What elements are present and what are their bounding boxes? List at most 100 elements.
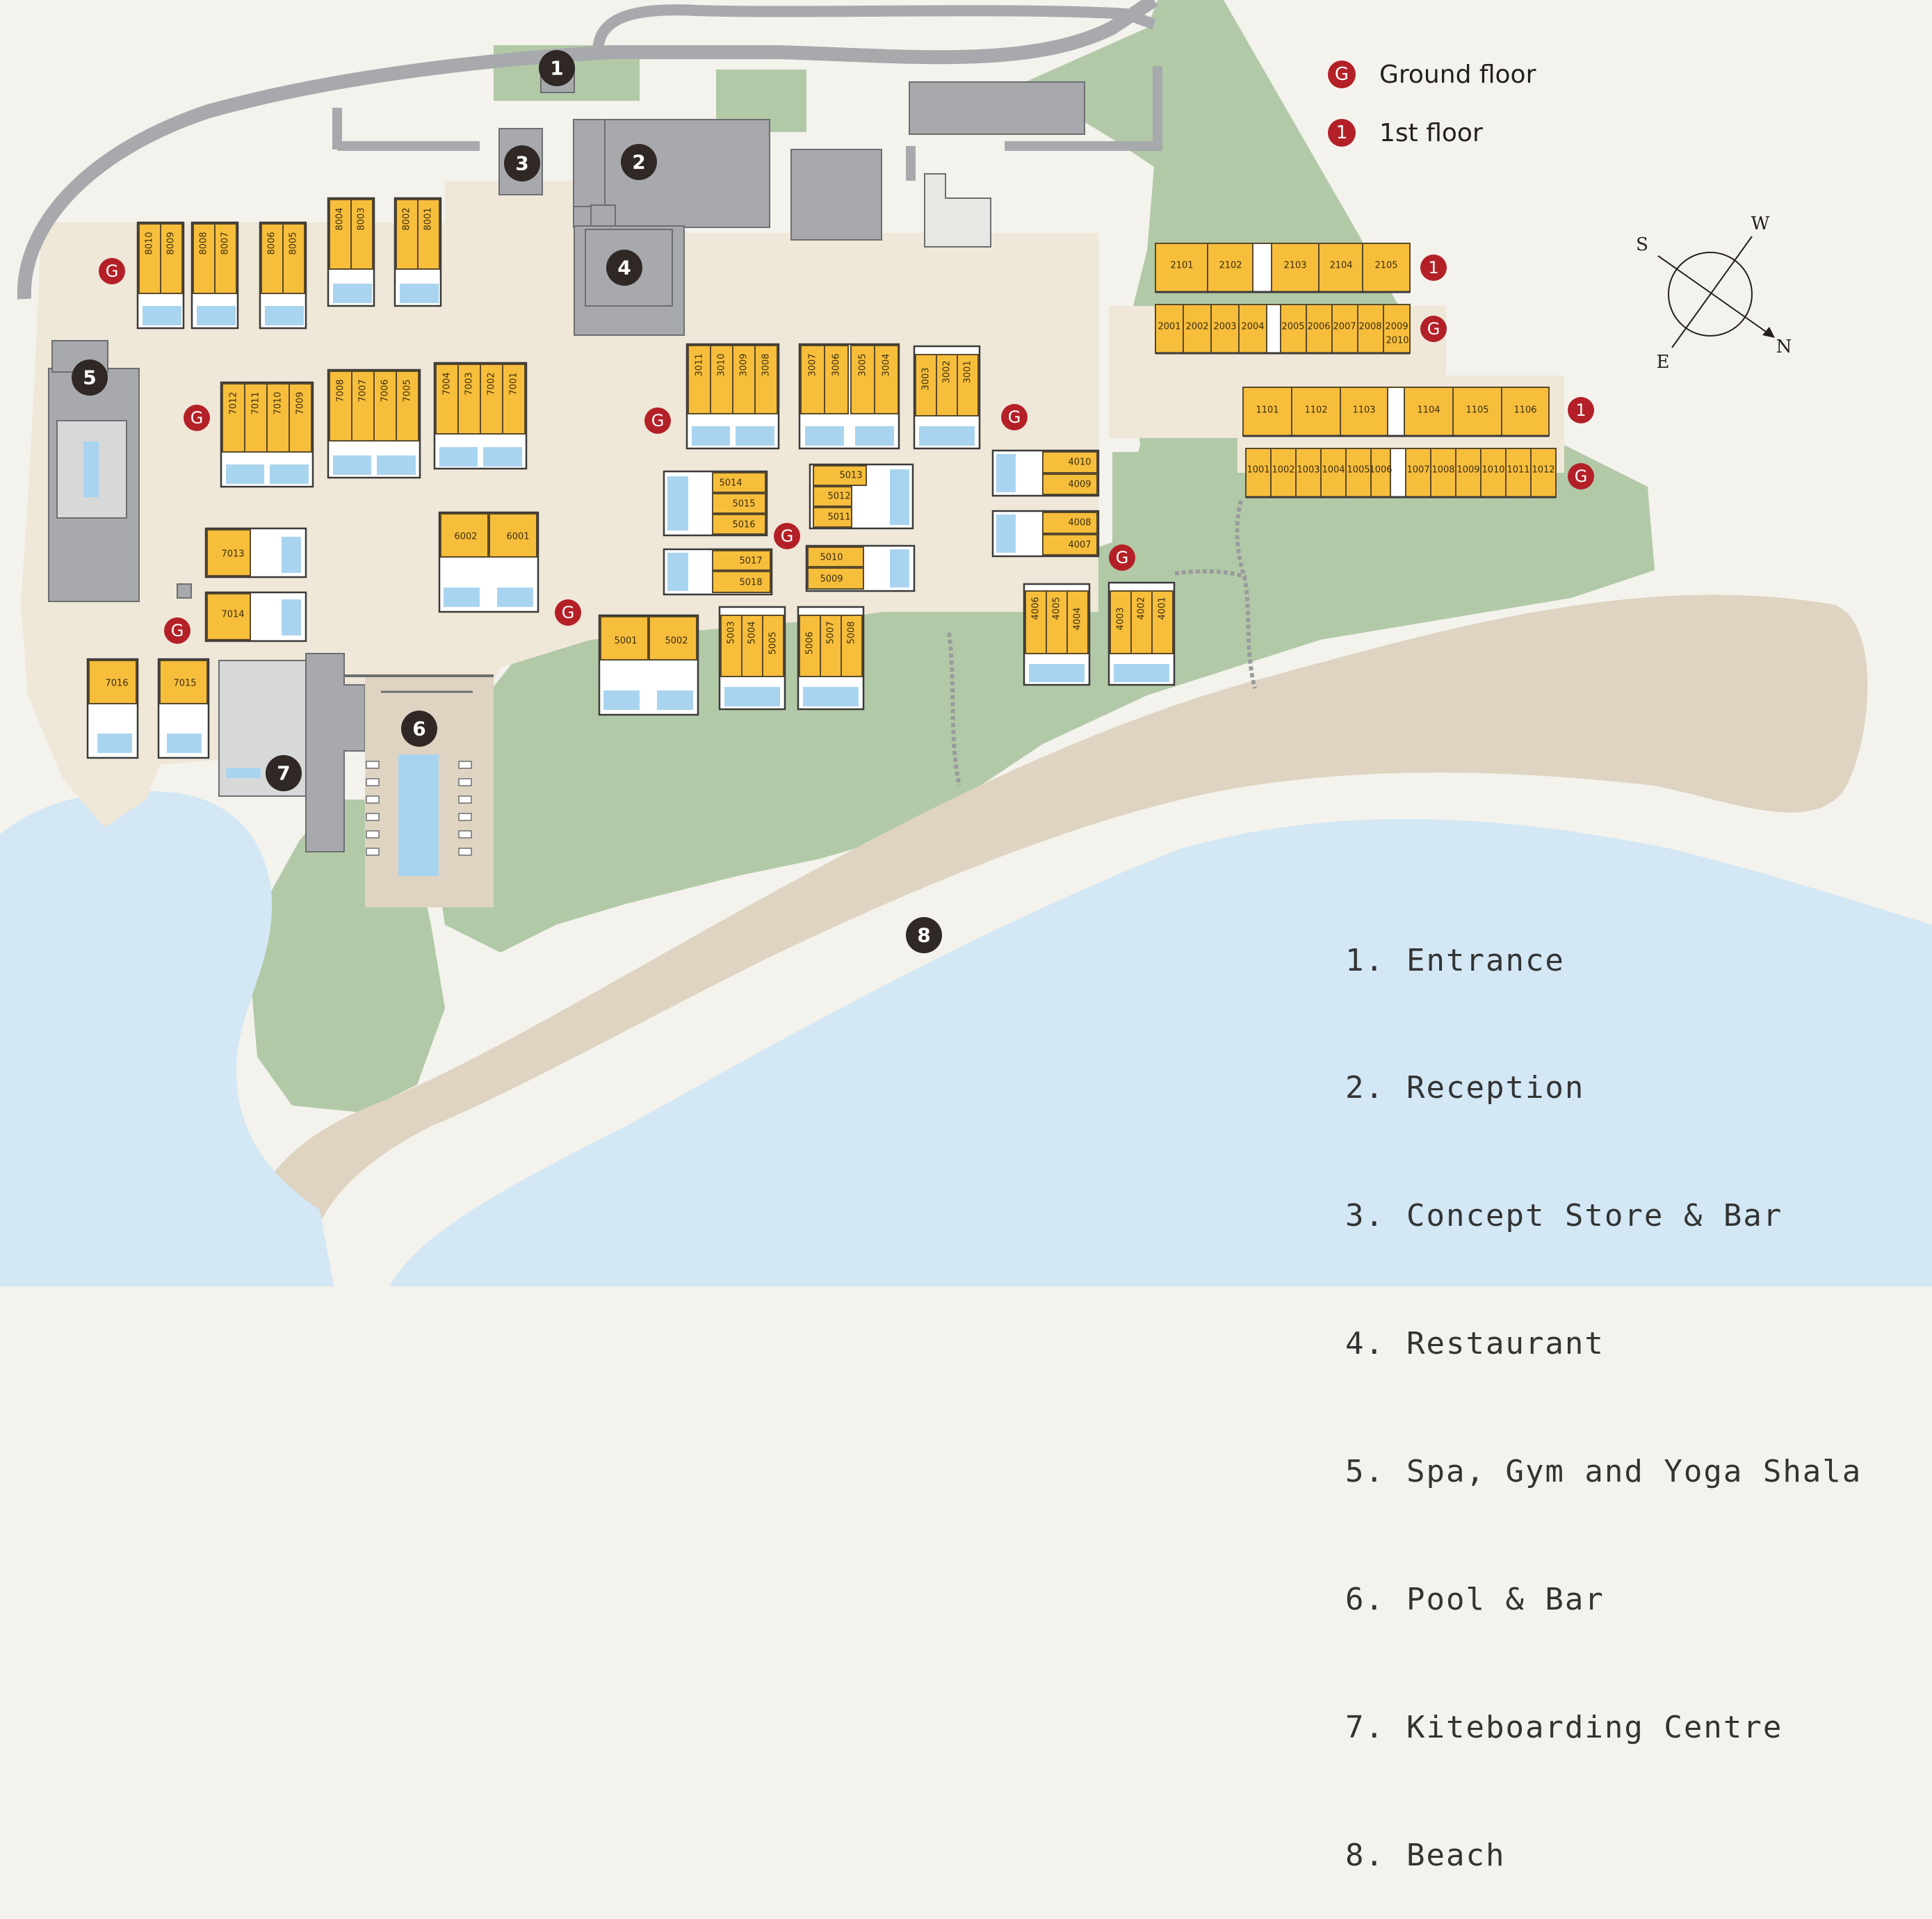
room-1103[interactable]: 1103: [1352, 405, 1375, 416]
room-2005[interactable]: 2005: [1281, 322, 1304, 332]
room-5002[interactable]: 5002: [665, 636, 688, 647]
room-1010[interactable]: 1010: [1482, 465, 1504, 476]
room-3003[interactable]: 3003: [921, 367, 932, 390]
room-7002[interactable]: 7002: [487, 372, 497, 395]
room-8007[interactable]: 8007: [220, 232, 231, 254]
room-3004[interactable]: 3004: [882, 353, 892, 376]
floor-marker-7014-ground[interactable]: G: [164, 617, 190, 644]
room-5007[interactable]: 5007: [826, 621, 836, 644]
floor-marker-3001-ground[interactable]: G: [1001, 404, 1028, 430]
place-item[interactable]: 4.Restaurant: [1345, 1322, 1862, 1365]
room-5001[interactable]: 5001: [614, 636, 637, 647]
room-5012[interactable]: 5012: [827, 492, 850, 502]
room-7013[interactable]: 7013: [221, 549, 244, 560]
room-8010[interactable]: 8010: [145, 232, 155, 254]
room-4005[interactable]: 4005: [1052, 597, 1062, 620]
room-2002[interactable]: 2002: [1185, 322, 1208, 332]
room-7014[interactable]: 7014: [221, 610, 244, 620]
room-2010[interactable]: 2010: [1386, 336, 1409, 346]
room-8005[interactable]: 8005: [289, 232, 299, 254]
room-5013[interactable]: 5013: [839, 471, 862, 481]
room-5015[interactable]: 5015: [732, 499, 755, 510]
place-item[interactable]: 8.Beach: [1345, 1834, 1862, 1877]
room-4002[interactable]: 4002: [1137, 597, 1147, 620]
floor-marker-1001-ground[interactable]: G: [1568, 463, 1594, 489]
place-item[interactable]: 6.Pool & Bar: [1345, 1578, 1862, 1621]
floor-marker-2001-ground[interactable]: G: [1420, 316, 1447, 342]
room-1011[interactable]: 1011: [1507, 465, 1529, 476]
floor-marker-4000-ground[interactable]: G: [1109, 544, 1135, 571]
room-5009[interactable]: 5009: [820, 574, 843, 585]
room-5004[interactable]: 5004: [747, 621, 758, 644]
room-4008[interactable]: 4008: [1068, 518, 1091, 528]
room-5011[interactable]: 5011: [827, 512, 850, 523]
room-1004[interactable]: 1004: [1322, 465, 1345, 476]
room-5014[interactable]: 5014: [719, 478, 742, 489]
room-2105[interactable]: 2105: [1374, 261, 1397, 271]
marker-concept-store[interactable]: 3: [504, 145, 540, 181]
room-1006[interactable]: 1006: [1369, 465, 1392, 476]
marker-reception[interactable]: 2: [621, 144, 657, 180]
room-1101[interactable]: 1101: [1256, 405, 1278, 416]
room-1008[interactable]: 1008: [1431, 465, 1454, 476]
room-5008[interactable]: 5008: [847, 621, 857, 644]
floor-marker-2101-first[interactable]: 1: [1420, 254, 1447, 281]
floor-marker-3000-ground[interactable]: G: [644, 407, 671, 434]
floor-marker-7000-ground[interactable]: G: [184, 405, 210, 431]
room-1007[interactable]: 1007: [1406, 465, 1429, 476]
room-7008[interactable]: 7008: [336, 379, 346, 402]
room-5005[interactable]: 5005: [768, 631, 779, 654]
room-3006[interactable]: 3006: [831, 353, 842, 376]
room-8009[interactable]: 8009: [166, 232, 177, 254]
room-1104[interactable]: 1104: [1417, 405, 1440, 416]
room-2103[interactable]: 2103: [1283, 261, 1306, 271]
room-5017[interactable]: 5017: [739, 556, 762, 567]
room-1002[interactable]: 1002: [1272, 465, 1294, 476]
room-5016[interactable]: 5016: [732, 520, 755, 531]
room-7001[interactable]: 7001: [509, 372, 519, 395]
room-4009[interactable]: 4009: [1068, 480, 1091, 490]
room-1106[interactable]: 1106: [1513, 405, 1536, 416]
room-8006[interactable]: 8006: [267, 232, 277, 254]
room-3007[interactable]: 3007: [808, 353, 818, 376]
marker-entrance[interactable]: 1: [539, 50, 575, 86]
marker-spa[interactable]: 5: [72, 359, 108, 396]
room-2008[interactable]: 2008: [1358, 322, 1381, 332]
place-item[interactable]: 5.Spa, Gym and Yoga Shala: [1345, 1450, 1862, 1493]
room-7006[interactable]: 7006: [380, 379, 391, 402]
room-7003[interactable]: 7003: [464, 372, 475, 395]
room-4003[interactable]: 4003: [1116, 607, 1126, 630]
room-2102[interactable]: 2102: [1219, 261, 1242, 271]
marker-pool-bar[interactable]: 6: [401, 711, 437, 747]
room-7007[interactable]: 7007: [358, 379, 368, 402]
floor-marker-5000-ground[interactable]: G: [774, 523, 800, 549]
floor-marker-1101-first[interactable]: 1: [1568, 397, 1594, 423]
room-4001[interactable]: 4001: [1158, 597, 1168, 620]
room-7010[interactable]: 7010: [273, 391, 284, 414]
room-4006[interactable]: 4006: [1031, 597, 1041, 620]
room-7012[interactable]: 7012: [229, 391, 239, 414]
room-2001[interactable]: 2001: [1158, 322, 1180, 332]
room-3010[interactable]: 3010: [717, 353, 727, 376]
room-6001[interactable]: 6001: [506, 532, 529, 542]
room-4010[interactable]: 4010: [1068, 458, 1091, 468]
marker-restaurant[interactable]: 4: [606, 250, 642, 286]
room-7009[interactable]: 7009: [295, 391, 306, 414]
room-5006[interactable]: 5006: [805, 631, 815, 654]
room-8008[interactable]: 8008: [199, 232, 209, 254]
room-1003[interactable]: 1003: [1297, 465, 1320, 476]
room-8003[interactable]: 8003: [357, 207, 367, 230]
room-1102[interactable]: 1102: [1304, 405, 1327, 416]
floor-marker-8000-ground[interactable]: G: [99, 258, 125, 284]
room-8001[interactable]: 8001: [423, 207, 434, 230]
room-2007[interactable]: 2007: [1333, 322, 1356, 332]
room-3001[interactable]: 3001: [963, 360, 973, 383]
room-3009[interactable]: 3009: [739, 353, 749, 376]
room-7004[interactable]: 7004: [442, 372, 453, 395]
room-3011[interactable]: 3011: [695, 353, 705, 376]
room-5010[interactable]: 5010: [820, 553, 843, 563]
room-7015[interactable]: 7015: [173, 679, 196, 689]
room-1105[interactable]: 1105: [1466, 405, 1488, 416]
room-3002[interactable]: 3002: [942, 360, 952, 383]
room-6002[interactable]: 6002: [454, 532, 477, 542]
